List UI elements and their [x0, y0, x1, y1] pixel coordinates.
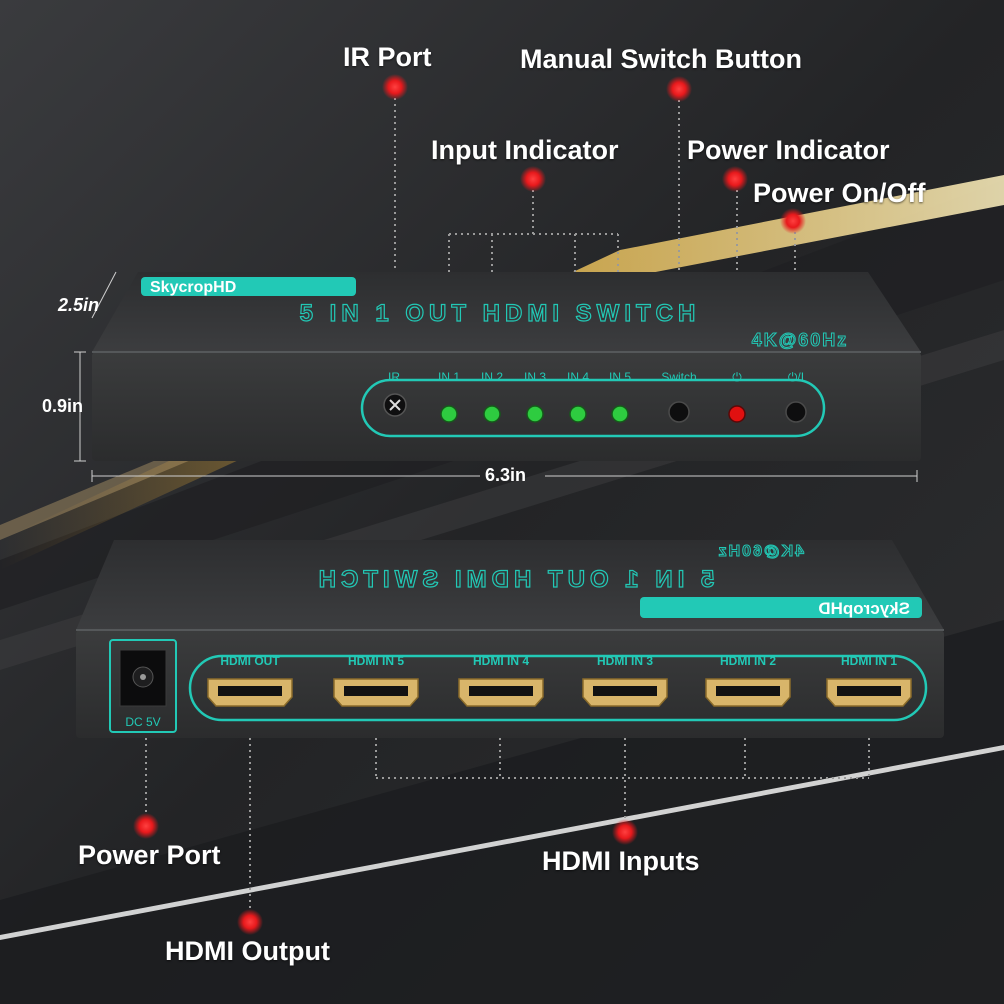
- control-panel-outline: [360, 378, 826, 438]
- hdmi-in2-port[interactable]: [705, 678, 791, 707]
- callout-power-port: Power Port: [78, 840, 221, 870]
- light-streak: [0, 745, 1004, 940]
- front-unit: SkycropHD 5 IN 1 OUT HDMI SWITCH 4K@60Hz…: [92, 272, 921, 461]
- hdmi-in4-port[interactable]: [458, 678, 544, 707]
- port-label-hdmi-in2: HDMI IN 2: [720, 654, 776, 668]
- dot-ir-port: [382, 74, 408, 100]
- in5-label: IN 5: [609, 370, 631, 384]
- hdmi-in5-port[interactable]: [333, 678, 419, 707]
- dot-hdmi-inputs: [612, 819, 638, 845]
- callout-power-indicator: Power Indicator: [687, 135, 890, 165]
- in1-label: IN 1: [438, 370, 460, 384]
- dc-port-frame: [109, 639, 177, 733]
- resolution-label-mirrored: 4K@60Hz: [717, 543, 804, 560]
- switch-title-mirrored: 5 IN 1 OUT HDMI SWITCH: [314, 566, 715, 593]
- callout-leaders: [145, 98, 870, 910]
- brand-label: SkycropHD: [150, 279, 236, 296]
- in3-label: IN 3: [524, 370, 546, 384]
- brand-badge-mirrored: [640, 597, 922, 618]
- power-button[interactable]: [785, 401, 807, 423]
- port-label-hdmi-in4: HDMI IN 4: [473, 654, 529, 668]
- hdmi-in3-port[interactable]: [582, 678, 668, 707]
- hdmi-ports: [207, 678, 912, 707]
- callout-manual-switch: Manual Switch Button: [520, 44, 802, 74]
- brand-badge: [141, 277, 356, 296]
- in2-label: IN 2: [481, 370, 503, 384]
- led-in1: [440, 405, 458, 423]
- dot-input-indicator: [520, 166, 546, 192]
- back-unit: 4K@60Hz 5 IN 1 OUT HDMI SWITCH SkycropHD…: [76, 540, 944, 738]
- dot-power-port: [133, 813, 159, 839]
- power-led: [728, 405, 746, 423]
- callout-ir-port: IR Port: [343, 42, 432, 72]
- dimension-lines: [74, 271, 918, 482]
- callout-dots: [133, 74, 806, 935]
- brand-label-mirrored: SkycropHD: [818, 599, 910, 618]
- port-label-hdmi-in1: HDMI IN 1: [841, 654, 897, 668]
- dimension-depth: 2.5in: [58, 295, 100, 315]
- ir-label: IR: [388, 370, 400, 384]
- gold-light-streak: [0, 175, 1004, 570]
- dot-hdmi-output: [237, 909, 263, 935]
- hdmi-in1-port[interactable]: [826, 678, 912, 707]
- in4-label: IN 4: [567, 370, 589, 384]
- led-in2: [483, 405, 501, 423]
- manual-switch-button[interactable]: [668, 401, 690, 423]
- power-onoff-label: ⏻/I: [788, 370, 804, 384]
- port-label-hdmi-in5: HDMI IN 5: [348, 654, 404, 668]
- dot-power-onoff: [780, 208, 806, 234]
- ir-port-icon: [389, 399, 401, 411]
- led-in5: [611, 405, 629, 423]
- dot-manual-switch: [666, 76, 692, 102]
- power-symbol-label: ⏻: [732, 370, 742, 384]
- led-in3: [526, 405, 544, 423]
- led-in4: [569, 405, 587, 423]
- callout-hdmi-output: HDMI Output: [165, 936, 330, 966]
- dc-label: DC 5V: [125, 715, 160, 729]
- port-label-hdmi-in3: HDMI IN 3: [597, 654, 653, 668]
- input-leds: [440, 405, 629, 423]
- callout-hdmi-inputs: HDMI Inputs: [542, 846, 700, 876]
- resolution-label: 4K@60Hz: [752, 330, 849, 350]
- port-label-hdmi-out: HDMI OUT: [220, 654, 280, 668]
- switch-title: 5 IN 1 OUT HDMI SWITCH: [300, 300, 701, 327]
- hdmi-panel-outline: [188, 654, 928, 722]
- callout-input-indicator: Input Indicator: [431, 135, 619, 165]
- callout-power-onoff: Power On/Off: [753, 178, 926, 208]
- dimension-height: 0.9in: [42, 396, 84, 416]
- dimension-width: 6.3in: [485, 465, 527, 485]
- switch-label: Switch: [661, 370, 696, 384]
- dot-power-indicator: [722, 166, 748, 192]
- hdmi-out-port[interactable]: [207, 678, 293, 707]
